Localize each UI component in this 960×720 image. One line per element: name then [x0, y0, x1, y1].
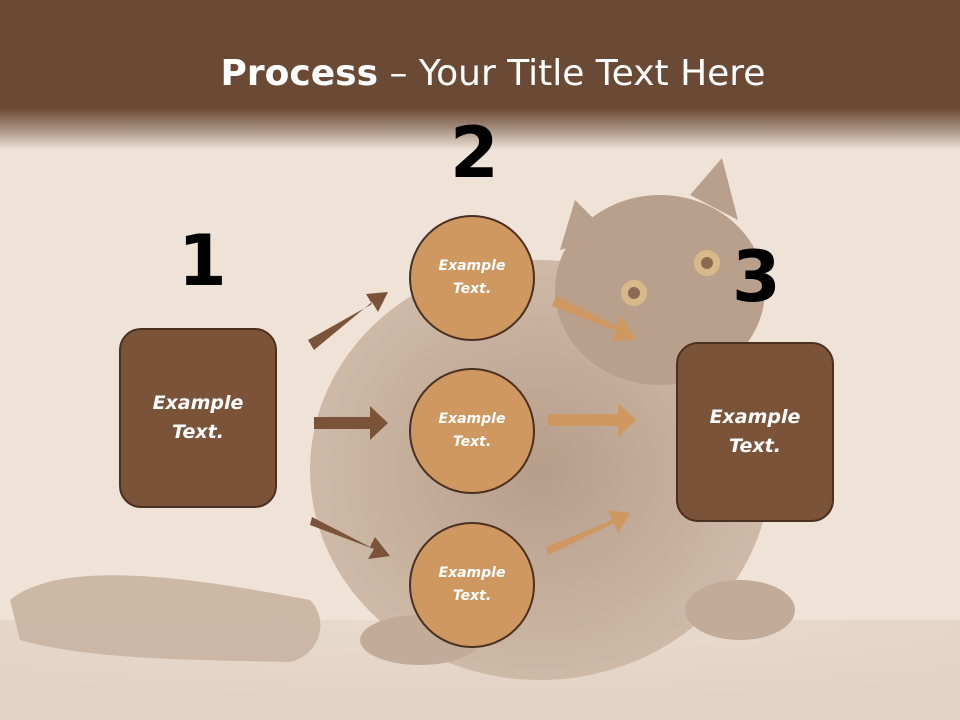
arrow-up-right-left: [308, 292, 388, 350]
title-separator: –: [378, 53, 419, 94]
slide-title: Process – Your Title Text Here: [0, 52, 960, 96]
step-2-circle-middle: Example Text.: [409, 368, 535, 494]
step-2-circle-top: Example Text.: [409, 215, 535, 341]
arrow-down-right-right: [552, 296, 636, 341]
step-number-1: 1: [178, 220, 227, 302]
step-2-circle-bottom: Example Text.: [409, 522, 535, 648]
header-bar: [0, 0, 960, 150]
title-bold: Process: [220, 53, 379, 94]
step-number-3: 3: [732, 236, 781, 318]
arrow-down-right-left: [310, 517, 390, 559]
arrow-up-right-right: [546, 510, 630, 555]
circle-bottom-text: Example Text.: [438, 565, 506, 604]
title-rest: Your Title Text Here: [418, 53, 766, 94]
step-number-2: 2: [450, 112, 499, 194]
circle-top-text: Example Text.: [438, 258, 506, 297]
step-3-box: Example Text.: [676, 342, 834, 522]
step-1-box: Example Text.: [119, 328, 277, 508]
step-3-text: Example Text.: [709, 406, 801, 457]
arrow-right-right: [548, 403, 636, 437]
circle-middle-text: Example Text.: [438, 411, 506, 450]
arrow-right-left: [314, 406, 388, 440]
step-1-text: Example Text.: [152, 392, 244, 443]
